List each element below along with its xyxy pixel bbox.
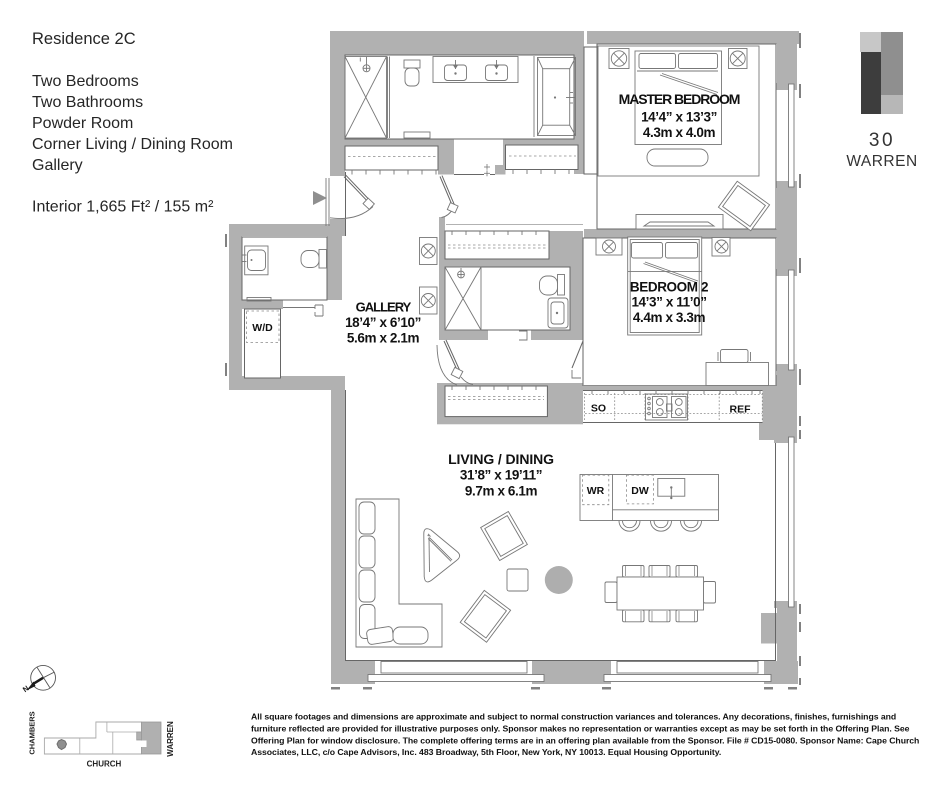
svg-text:N: N: [21, 684, 31, 694]
svg-text:CHAMBERS: CHAMBERS: [28, 711, 37, 754]
svg-text:Gallery: Gallery: [32, 157, 83, 174]
svg-text:Residence 2C: Residence 2C: [32, 30, 136, 48]
svg-text:5.6m x 2.1m: 5.6m x 2.1m: [347, 331, 420, 346]
svg-text:18’4” x 6’10”: 18’4” x 6’10”: [345, 315, 421, 330]
svg-text:SO: SO: [591, 403, 606, 415]
svg-text:CHURCH: CHURCH: [87, 760, 122, 769]
svg-text:Offering Plan for window discl: Offering Plan for window disclosure. The…: [251, 736, 919, 746]
svg-text:WARREN: WARREN: [166, 721, 175, 757]
svg-text:W/D: W/D: [252, 322, 273, 334]
svg-text:BEDROOM 2: BEDROOM 2: [630, 280, 708, 295]
svg-text:WR: WR: [587, 485, 605, 497]
svg-text:All square footages and dimens: All square footages and dimensions are a…: [251, 712, 896, 722]
svg-text:31’8” x 19’11”: 31’8” x 19’11”: [460, 468, 542, 483]
svg-text:Two Bathrooms: Two Bathrooms: [32, 94, 143, 111]
svg-text:GALLERY: GALLERY: [356, 300, 412, 315]
svg-text:Two Bedrooms: Two Bedrooms: [32, 73, 139, 90]
svg-text:REF: REF: [730, 404, 752, 416]
svg-text:MASTER BEDROOM: MASTER BEDROOM: [619, 91, 740, 107]
svg-text:4.3m x 4.0m: 4.3m x 4.0m: [643, 125, 716, 140]
svg-text:30: 30: [869, 130, 895, 151]
svg-text:Powder Room: Powder Room: [32, 115, 133, 132]
svg-text:9.7m x 6.1m: 9.7m x 6.1m: [465, 484, 538, 499]
svg-text:DW: DW: [631, 485, 649, 497]
svg-text:Associates, LLC, c/o Cape Advi: Associates, LLC, c/o Cape Advisors, Inc.…: [251, 747, 721, 757]
svg-text:furniture reflected are provid: furniture reflected are provided for ill…: [251, 724, 910, 734]
svg-text:WARREN: WARREN: [846, 153, 917, 170]
svg-text:Interior 1,665 Ft² / 155 m²: Interior 1,665 Ft² / 155 m²: [32, 199, 214, 216]
svg-text:14’4” x 13’3”: 14’4” x 13’3”: [641, 110, 717, 125]
svg-text:LIVING / DINING: LIVING / DINING: [448, 451, 554, 467]
svg-text:14’3” x 11’0”: 14’3” x 11’0”: [631, 295, 706, 310]
svg-text:Corner Living / Dining Room: Corner Living / Dining Room: [32, 136, 233, 153]
svg-text:4.4m x 3.3m: 4.4m x 3.3m: [633, 310, 706, 325]
